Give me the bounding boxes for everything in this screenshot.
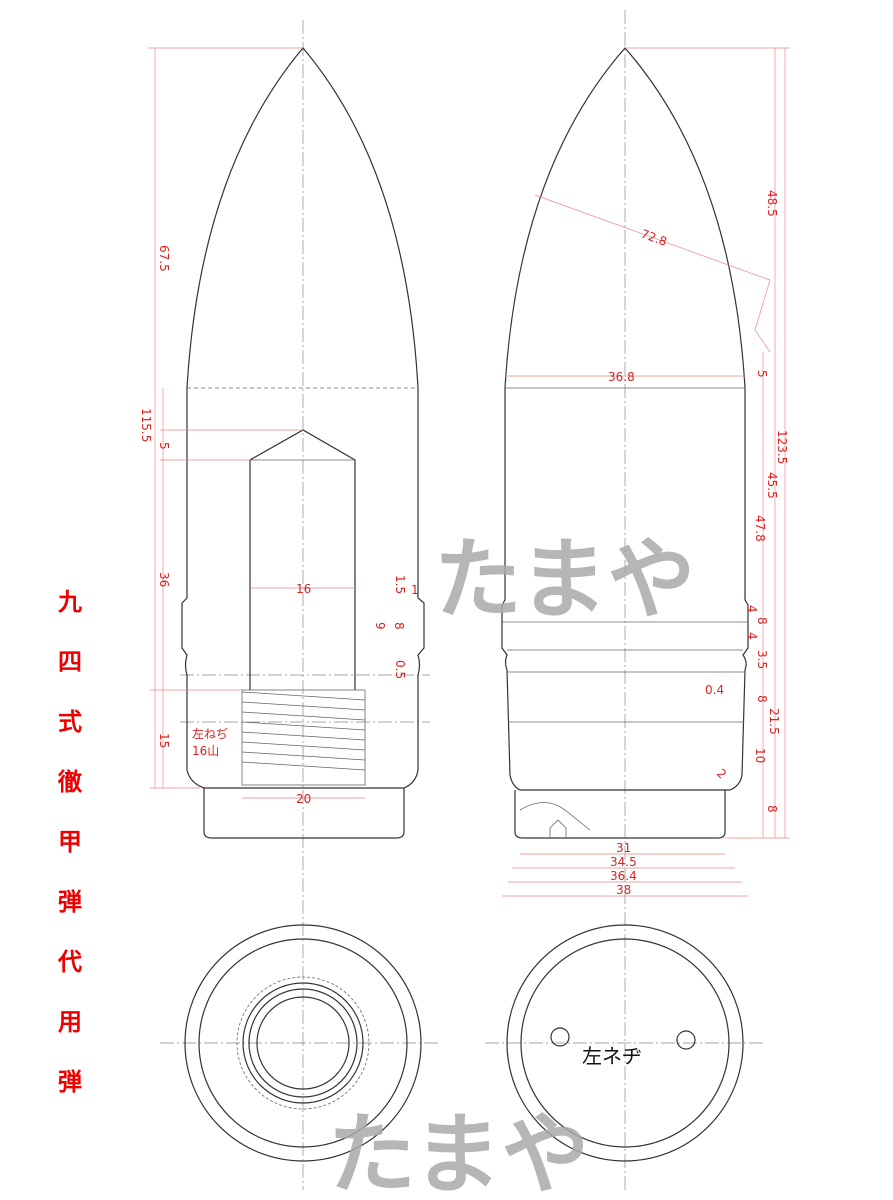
title-char: 甲: [58, 828, 82, 856]
title-char: 用: [58, 1008, 82, 1036]
title-char: 四: [58, 648, 82, 676]
title-char: 弾: [58, 1068, 82, 1096]
dim-123-5: 123.5: [775, 430, 789, 464]
dim-48-5: 48.5: [765, 190, 779, 217]
thread-note-16-pitch: 16山: [192, 744, 219, 758]
dim-36-8: 36.8: [608, 370, 635, 384]
dim-20: 20: [296, 792, 311, 806]
left-dimension-labels: 67.5 115.5 5 36 15 16 20 1.5 1 9 8 0.5 左…: [139, 245, 419, 806]
dimension-lines: [148, 47, 790, 897]
dim-16: 16: [296, 582, 311, 596]
left-projectile-section: [181, 47, 425, 839]
dim-67-5: 67.5: [157, 245, 171, 272]
left-base-view: [184, 924, 422, 1162]
dim-36-4: 36.4: [610, 869, 637, 883]
dim-45-5: 45.5: [765, 472, 779, 499]
dim-8: 8: [392, 622, 406, 630]
dim-72-8: 72.8: [639, 227, 669, 249]
wrench-hole: [550, 1027, 570, 1047]
thread: [241, 689, 366, 786]
dim-3-5: 3.5: [755, 650, 769, 669]
dim-9: 9: [373, 622, 387, 630]
dim-4-b: 4: [745, 632, 759, 640]
right-base-view: 左ネヂ: [506, 924, 744, 1162]
dim-8-mid: 8: [755, 695, 769, 703]
dim-21-5: 21.5: [767, 708, 781, 735]
dim-1-5: 1.5: [393, 575, 407, 594]
watermark-top: たまや: [434, 528, 695, 631]
title-char: 九: [57, 588, 82, 616]
dim-47-8: 47.8: [753, 515, 767, 542]
dim-115-5: 115.5: [139, 408, 153, 442]
watermark-bottom: たまや: [328, 1103, 589, 1200]
dim-31: 31: [616, 841, 631, 855]
title-char: 代: [57, 948, 82, 976]
dim-1: 1: [411, 583, 419, 597]
wrench-hole: [676, 1030, 696, 1050]
title-char: 弾: [58, 888, 82, 916]
dim-10: 10: [753, 748, 767, 763]
dim-8-band: 8: [755, 617, 769, 625]
dim-5: 5: [755, 370, 769, 378]
dim-36: 36: [157, 572, 171, 587]
centerlines: [160, 10, 765, 1190]
right-projectile-outline: [501, 47, 749, 839]
dim-0-4: 0.4: [705, 683, 724, 697]
dim-38: 38: [616, 883, 631, 897]
dim-34-5: 34.5: [610, 855, 637, 869]
title-char: 徹: [57, 768, 83, 796]
thread-note-left-hand: 左ねぢ: [192, 726, 228, 741]
vertical-title: 九 四 式 徹 甲 弾 代 用 弾: [57, 588, 83, 1096]
title-char: 式: [58, 708, 82, 736]
base-thread-note: 左ネヂ: [582, 1044, 642, 1068]
dim-0-5: 0.5: [393, 660, 407, 679]
dim-15: 15: [157, 733, 171, 748]
dim-2: 2: [714, 766, 729, 781]
dim-5: 5: [157, 442, 171, 450]
dim-8-base: 8: [765, 805, 779, 813]
dim-4-a: 4: [745, 605, 759, 613]
